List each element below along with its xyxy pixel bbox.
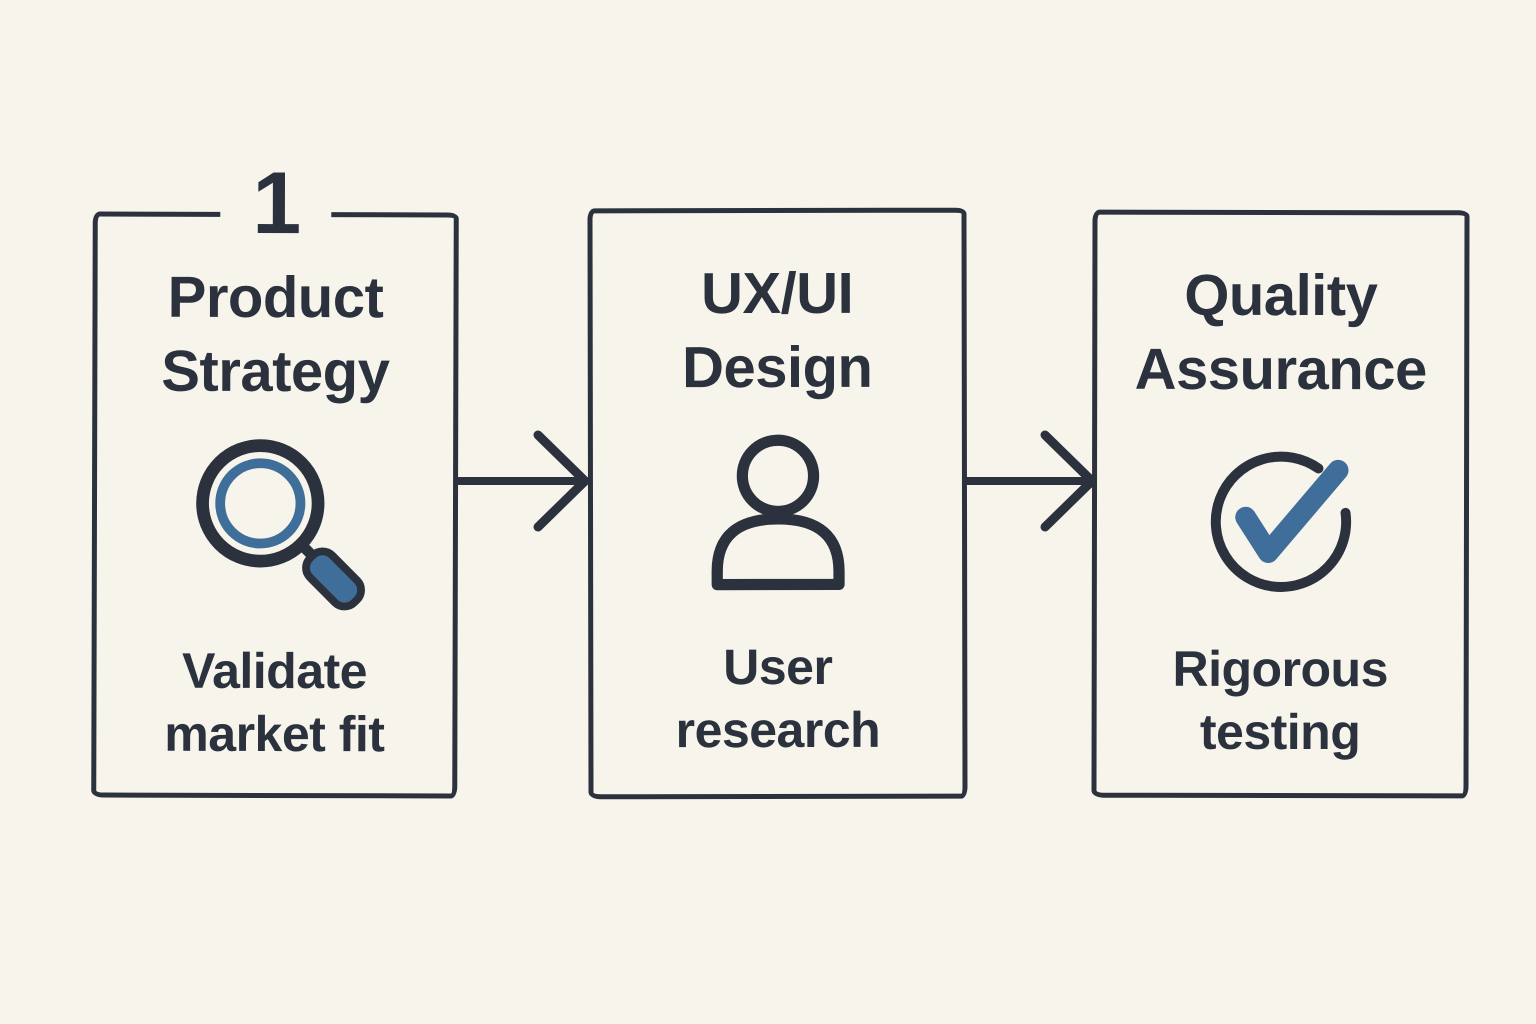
step-caption-line2: research xyxy=(675,701,881,758)
step-title-line1: UX/UI xyxy=(700,260,854,327)
flow-arrow-1 xyxy=(456,425,591,537)
step-caption: User research xyxy=(675,636,881,761)
step-title-line2: Strategy xyxy=(161,338,390,404)
check-circle-icon xyxy=(1194,426,1366,614)
step-number: 1 xyxy=(220,153,332,252)
step-box-product-strategy: 1 Product Strategy Validate market fit xyxy=(91,153,459,799)
step-title-line2: Assurance xyxy=(1134,336,1427,402)
step-caption-line2: testing xyxy=(1199,703,1361,760)
step-title: UX/UI Design xyxy=(682,257,873,405)
step-title: Quality Assurance xyxy=(1135,259,1427,407)
step-title-line2: Design xyxy=(682,334,873,400)
step-caption-line2: market fit xyxy=(164,705,385,763)
step-box-ux-ui-design: UX/UI Design User research xyxy=(587,207,968,800)
step-caption: Validate market fit xyxy=(164,640,384,766)
step-title: Product Strategy xyxy=(161,261,389,409)
step-caption-line1: Validate xyxy=(181,643,368,700)
step-title-line1: Quality xyxy=(1184,262,1378,329)
step-title-line1: Product xyxy=(167,264,384,331)
step-caption-line1: Rigorous xyxy=(1172,641,1388,698)
step-caption: Rigorous testing xyxy=(1172,638,1388,763)
flow-arrow-2 xyxy=(963,425,1098,537)
magnifier-icon xyxy=(182,428,368,616)
step-caption-line1: User xyxy=(723,639,833,696)
step-box-quality-assurance: Quality Assurance Rigorous testing xyxy=(1091,209,1470,799)
person-icon xyxy=(688,424,866,612)
